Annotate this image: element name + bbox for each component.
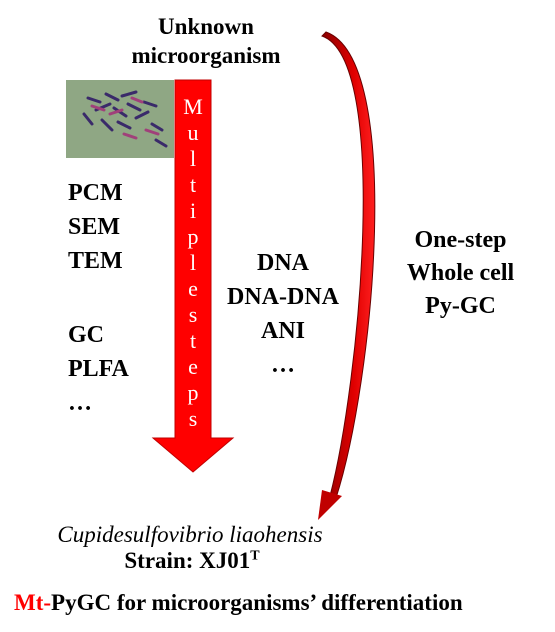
arrow-letter: e [188, 354, 198, 379]
arrow-letter: l [190, 146, 196, 171]
one-step-line-1: One-step [414, 227, 507, 253]
method-gc: GC [68, 322, 104, 348]
arrow-letter: i [190, 198, 196, 223]
one-step-curve-arrowhead [318, 490, 342, 520]
imaging-methods-list: PCM SEM TEM [68, 176, 123, 278]
one-step-label: One-step Whole cell Py-GC [398, 224, 523, 323]
method-dna: DNA [257, 250, 309, 276]
arrow-letter: e [188, 276, 198, 301]
method-pcm: PCM [68, 180, 123, 206]
species-name: Cupidesulfovibrio liaohensis [57, 522, 323, 547]
genomic-methods-list: DNA DNA-DNA ANI … [218, 246, 348, 382]
micrograph-image [66, 80, 174, 158]
arrow-letter: u [188, 120, 199, 145]
diagram-title: Unknown microorganism [96, 12, 316, 70]
method-more: … [271, 352, 295, 378]
arrow-letter: t [190, 172, 196, 197]
footer-highlight: Mt- [14, 590, 52, 615]
strain-prefix: Strain: XJ01 [124, 548, 251, 573]
title-line-2: microorganism [131, 43, 281, 68]
strain-label: Strain: XJ01T [92, 548, 292, 574]
method-tem: TEM [68, 248, 123, 274]
one-step-line-3: Py-GC [425, 293, 496, 319]
arrow-letter: p [188, 224, 199, 249]
multiple-steps-arrow [151, 79, 235, 473]
strain-superscript: T [250, 548, 260, 564]
arrow-letter: M [183, 94, 203, 119]
method-dna-dna: DNA-DNA [227, 284, 339, 310]
method-sem: SEM [68, 214, 121, 240]
arrow-letter: t [190, 328, 196, 353]
arrow-letter: s [189, 406, 198, 431]
title-line-1: Unknown [158, 14, 254, 39]
footer-caption: Mt-PyGC for microorganisms’ differentiat… [14, 590, 544, 616]
method-ani: ANI [260, 318, 305, 344]
method-plfa: PLFA [68, 356, 129, 382]
one-step-line-2: Whole cell [406, 260, 515, 286]
chemical-methods-list: GC PLFA … [68, 318, 129, 420]
arrow-letter: l [190, 250, 196, 275]
arrow-letter: p [188, 380, 199, 405]
arrow-letter: s [189, 302, 198, 327]
one-step-curve-arrow [321, 31, 376, 499]
footer-rest: PyGC for microorganisms’ differentiation [51, 590, 463, 615]
method-ellipsis: … [68, 390, 92, 416]
